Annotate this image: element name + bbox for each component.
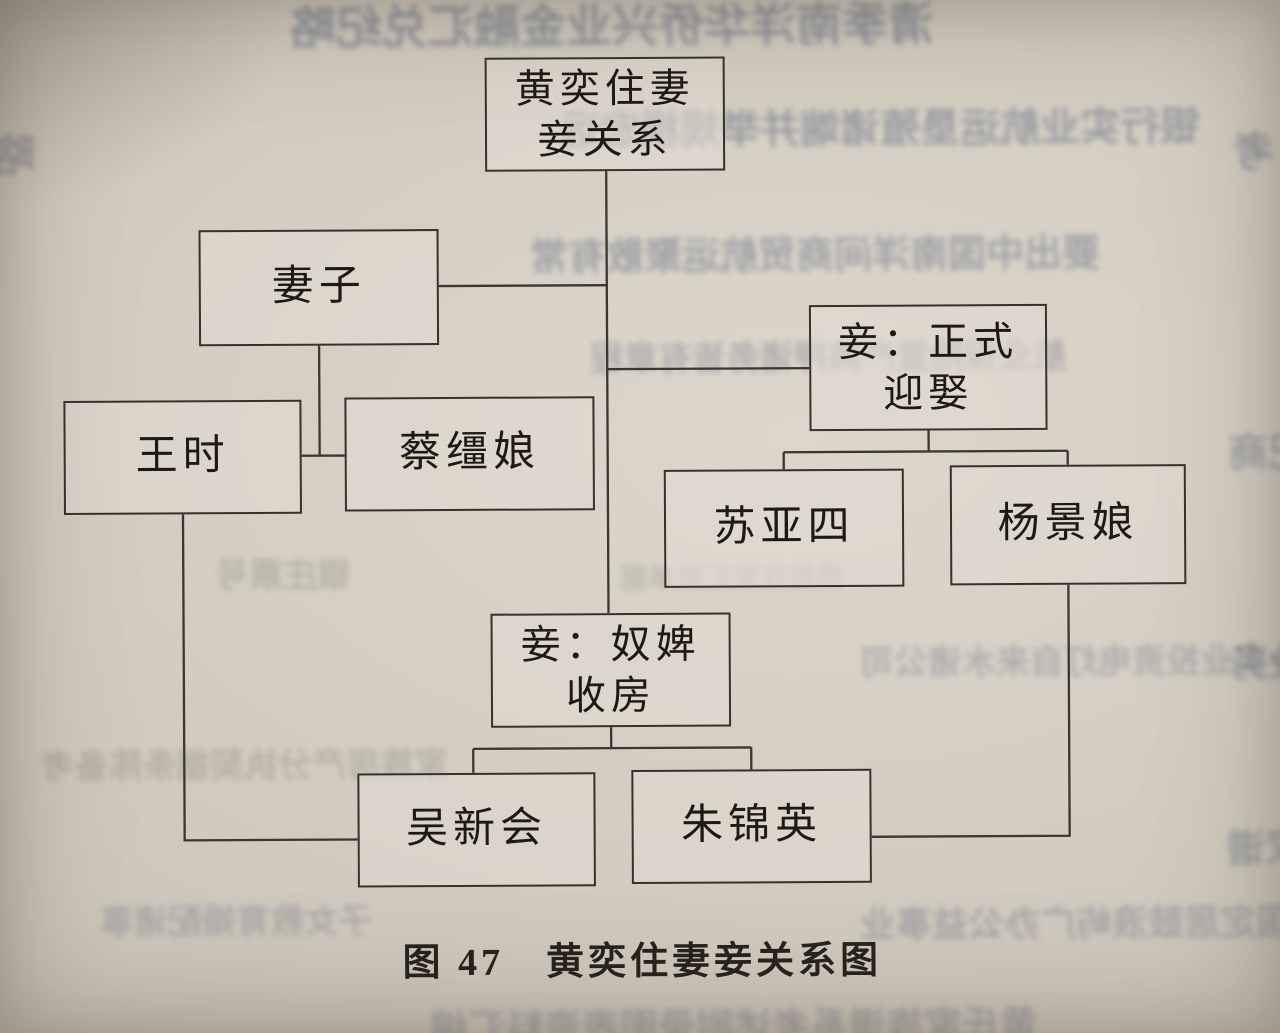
corner-shading — [0, 0, 420, 300]
node-cai-jiang-niang: 蔡缰娘 — [344, 396, 595, 512]
edge-wang-to-wu — [181, 514, 358, 842]
node-wang-shi: 王时 — [63, 399, 302, 516]
edge-wife-down — [317, 345, 321, 456]
edge-root-to-maid-concubine — [605, 171, 610, 614]
node-concubine-maid: 妾：奴婢 收房 — [490, 612, 732, 728]
figure-caption: 图 47 黄奕住妻妾关系图 — [402, 939, 883, 985]
edge-formal-branch — [783, 449, 1068, 454]
node-huang-yizhu-relations: 黄奕住妻 妾关系 — [484, 56, 726, 172]
node-concubine-formal: 妾：正式 迎娶 — [808, 303, 1048, 432]
edge-maid-branch — [473, 746, 752, 751]
node-su-ya-si: 苏亚四 — [663, 468, 905, 588]
edge-yang-to-zhu — [871, 584, 1071, 838]
edge-trunk-to-formal-concubine — [607, 366, 810, 371]
node-yang-jing-niang: 杨景娘 — [949, 464, 1187, 586]
edge-wife-to-trunk — [438, 284, 607, 288]
node-wu-xin-hui: 吴新会 — [357, 772, 596, 888]
node-zhu-jin-ying: 朱锦英 — [631, 768, 872, 885]
